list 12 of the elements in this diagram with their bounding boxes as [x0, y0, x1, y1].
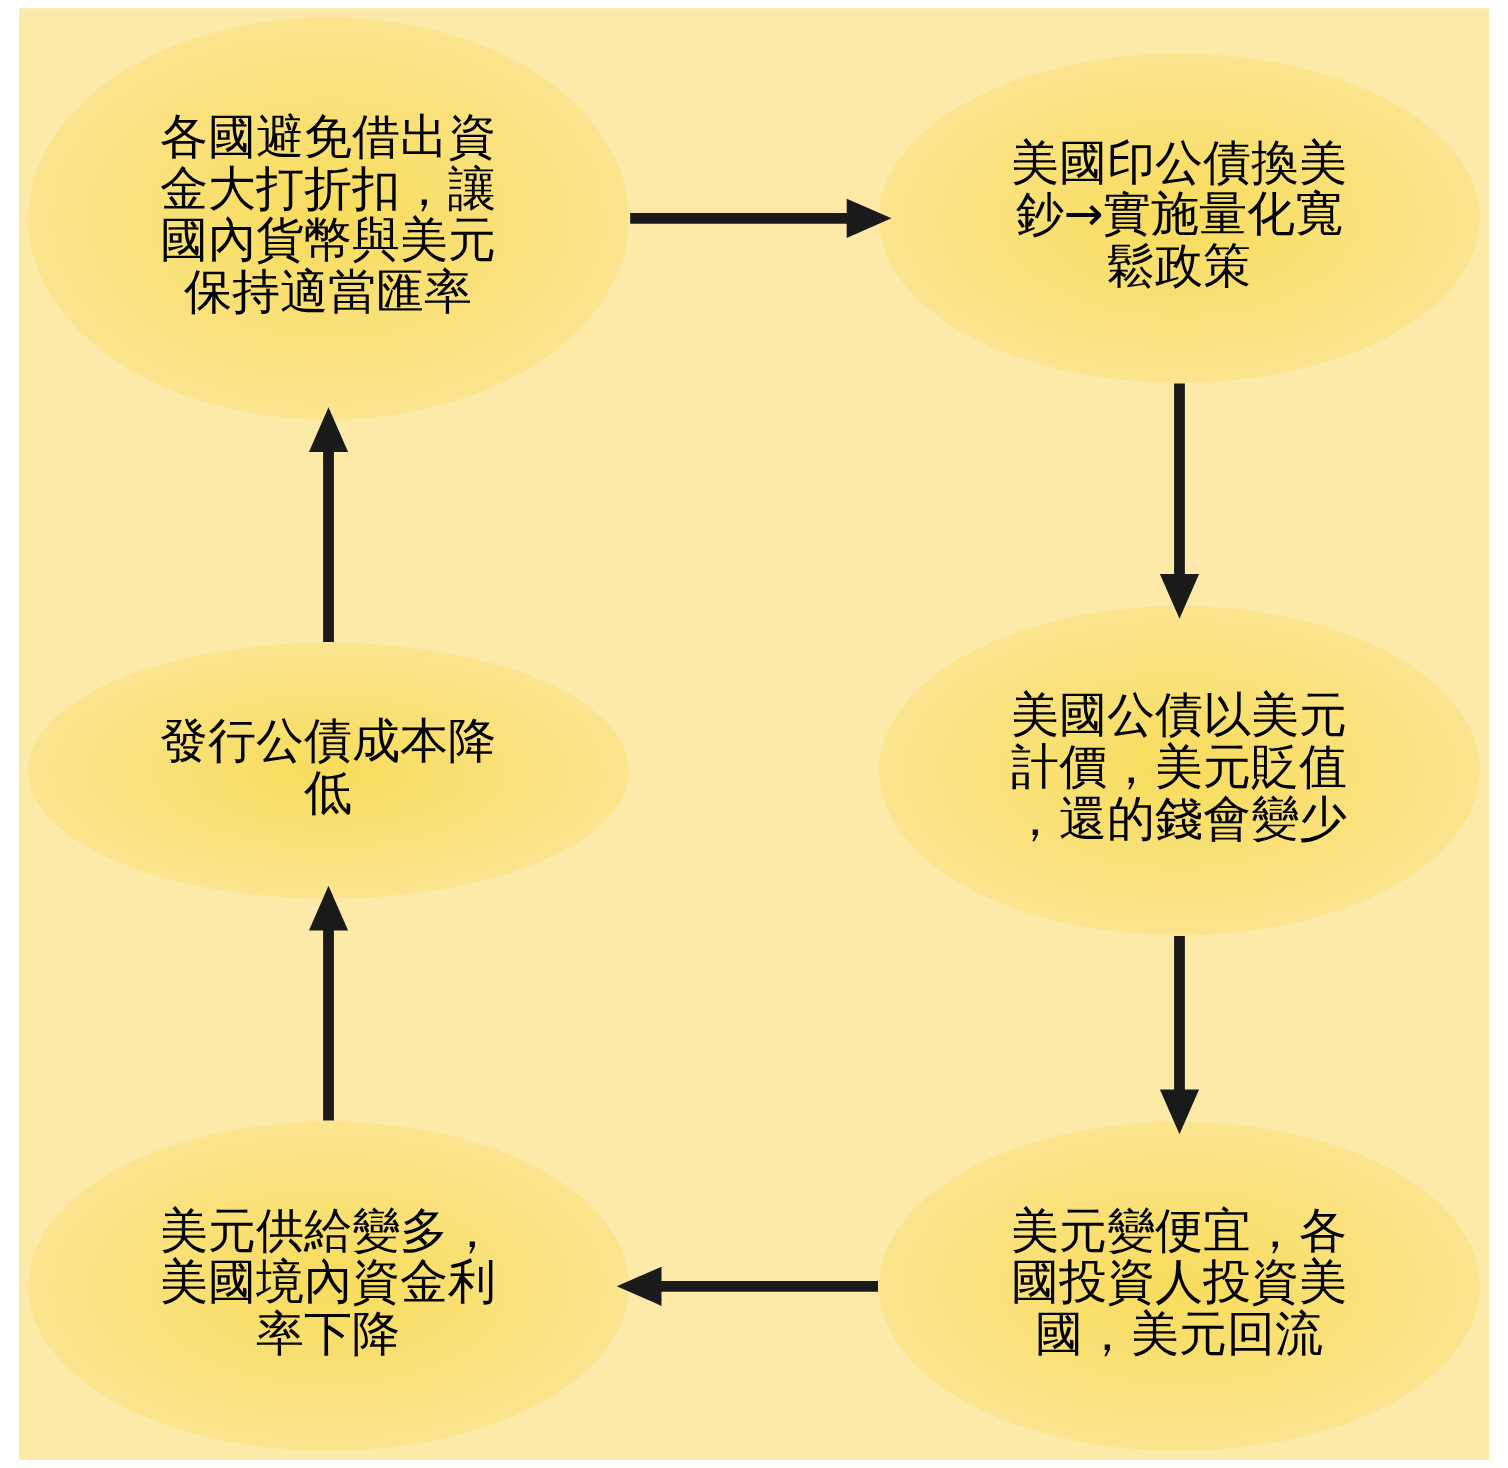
arrow [1159, 936, 1200, 1135]
arrow [308, 885, 349, 1121]
node-ellipse: 各國避免借出資金大打折扣，讓國內貨幣與美元保持適當匯率 [28, 17, 629, 420]
arrow [630, 198, 892, 238]
node-ellipse: 美元供給變多，美國境內資金利率下降 [28, 1121, 629, 1451]
arrow [616, 1266, 878, 1306]
node-ellipse: 發行公債成本降低 [28, 642, 629, 899]
node-ellipse: 美國公債以美元計價，美元貶值，還的錢會變少 [879, 606, 1480, 936]
arrow [1159, 383, 1200, 619]
node-ellipse: 美國印公債換美鈔→實施量化寬鬆政策 [879, 53, 1480, 384]
node-ellipse: 美元變便宜，各國投資人投資美國，美元回流 [879, 1121, 1480, 1451]
arrow [308, 407, 349, 643]
